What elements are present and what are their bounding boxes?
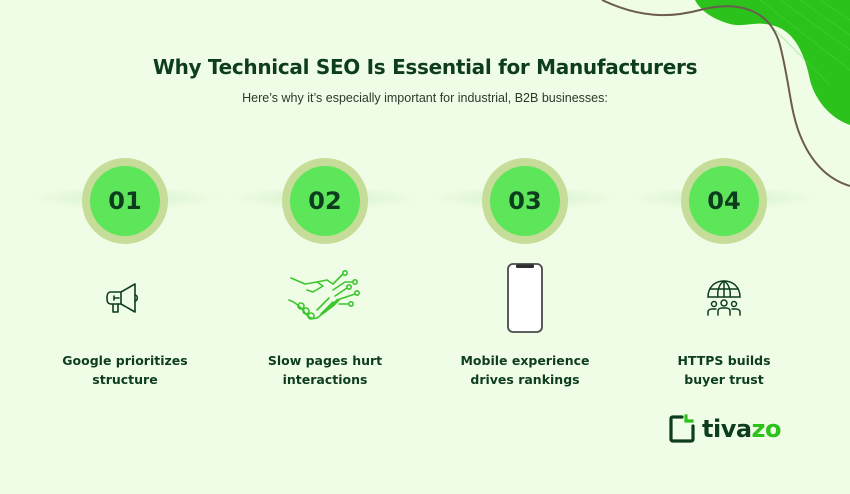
smartphone-icon — [485, 262, 565, 334]
step-label: HTTPS builds buyer trust — [677, 353, 771, 387]
step-number: 04 — [689, 166, 759, 236]
page-subtitle: Here’s why it’s especially important for… — [242, 91, 608, 105]
page-title: Why Technical SEO Is Essential for Manuf… — [152, 55, 698, 79]
step-number: 01 — [90, 166, 160, 236]
brand-logo: tivazo — [668, 414, 782, 444]
step-card: 01 Google prioritizes structure — [25, 0, 225, 400]
megaphone-icon — [85, 262, 165, 334]
step-label: Mobile experience drives rankings — [460, 353, 590, 387]
number-badge: 02 — [282, 158, 368, 244]
number-badge: 03 — [482, 158, 568, 244]
step-label: Google prioritizes structure — [62, 353, 188, 387]
number-badge: 04 — [681, 158, 767, 244]
number-badge: 01 — [82, 158, 168, 244]
step-number: 03 — [490, 166, 560, 236]
step-card: 03 Mobile experience drives rankings — [425, 0, 625, 400]
globe-people-icon — [684, 262, 764, 334]
brand-name: tivazo — [702, 415, 782, 443]
step-card: 02 Slow pages hurt interactions — [225, 0, 425, 400]
logo-mark-icon — [669, 414, 695, 443]
step-card: 04 HTTPS builds buyer trust — [624, 0, 824, 400]
digital-handshake-icon — [285, 262, 365, 334]
step-number: 02 — [290, 166, 360, 236]
step-label: Slow pages hurt interactions — [267, 353, 383, 387]
